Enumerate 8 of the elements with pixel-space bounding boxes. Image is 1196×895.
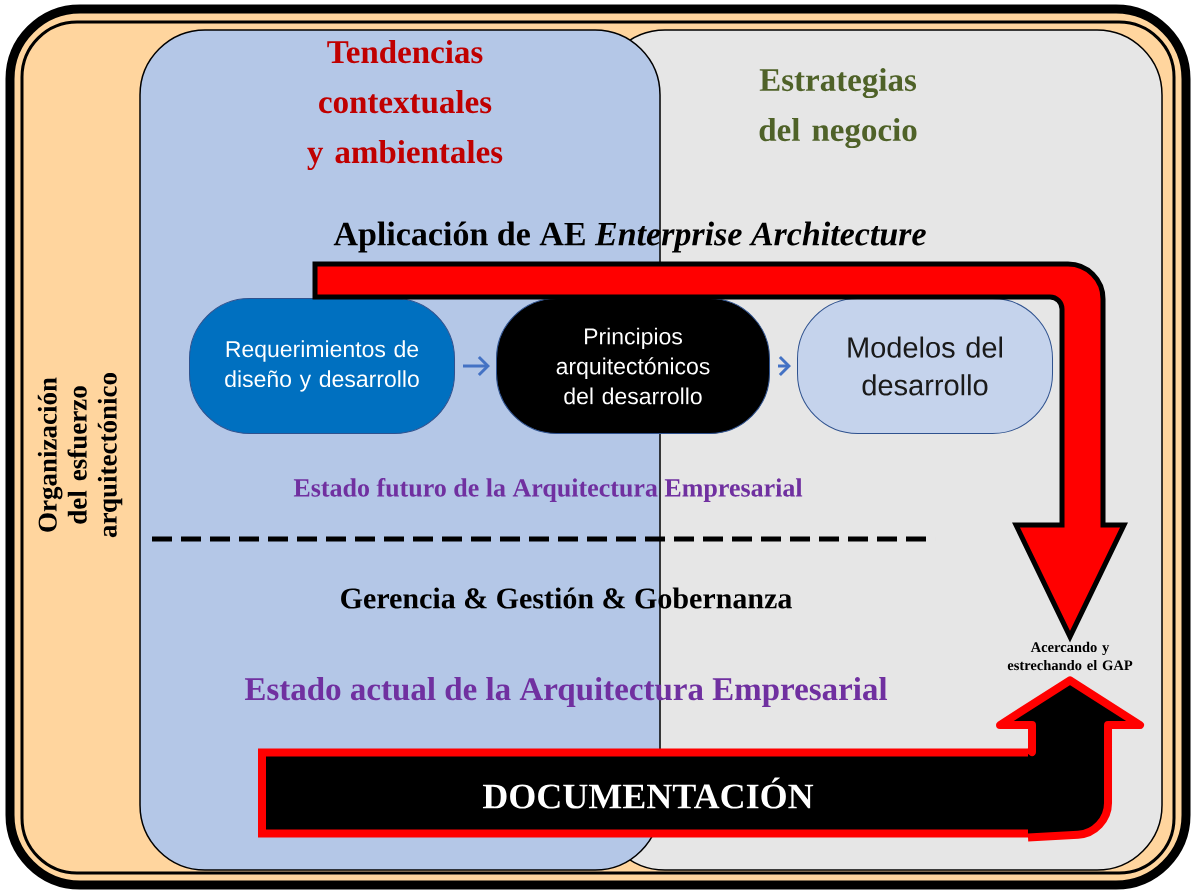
process-pill: Principios arquitectónicos del desarrollo bbox=[496, 298, 770, 434]
bent-arrow bbox=[312, 261, 1127, 640]
bent-arrow bbox=[996, 676, 1144, 842]
chevron-arrow bbox=[463, 355, 490, 377]
process-pill: Requerimientos de diseño y desarrollo bbox=[189, 298, 455, 434]
state-label: Estado futuro de la Arquitectura Empresarial bbox=[293, 478, 803, 502]
gap-text: Acercando y estrechando el GAP bbox=[1007, 641, 1133, 671]
documentation-band: DOCUMENTACIÓN bbox=[258, 748, 1038, 838]
